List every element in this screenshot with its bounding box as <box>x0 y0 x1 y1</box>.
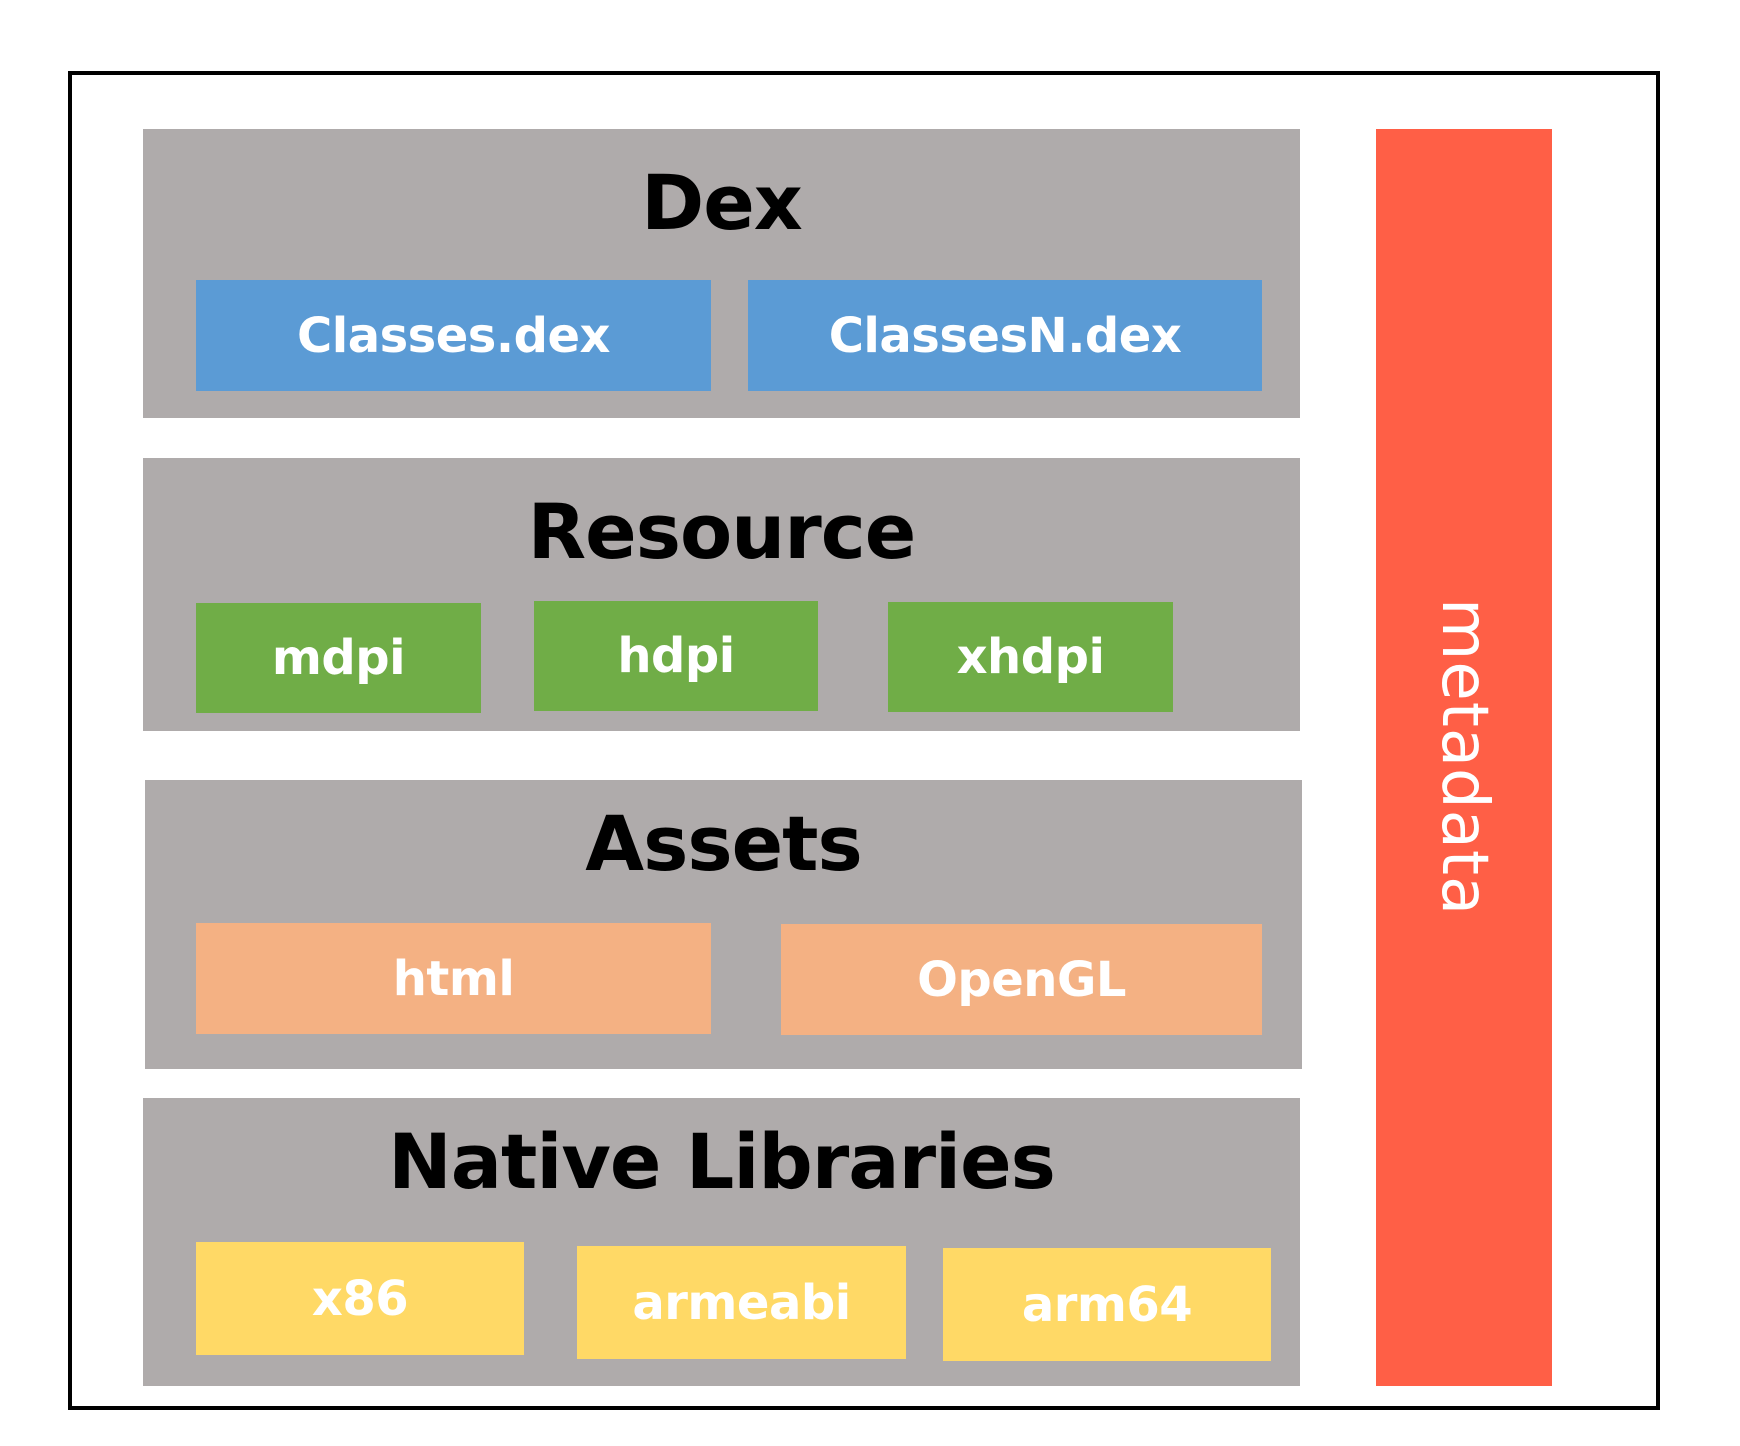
assets-section-title: Assets <box>585 799 862 888</box>
hdpi-box: hdpi <box>534 601 818 711</box>
dex-section: Dex Classes.dex ClassesN.dex <box>143 129 1300 418</box>
classesn-dex-box: ClassesN.dex <box>748 280 1262 391</box>
xhdpi-box: xhdpi <box>888 602 1173 712</box>
metadata-bar: metadata <box>1376 129 1552 1386</box>
html-box: html <box>196 923 711 1034</box>
resource-section-title: Resource <box>527 487 917 576</box>
arm64-box: arm64 <box>943 1248 1271 1361</box>
armeabi-box: armeabi <box>577 1246 906 1359</box>
metadata-label: metadata <box>1427 598 1501 917</box>
classes-dex-box: Classes.dex <box>196 280 711 391</box>
resource-section: Resource mdpi hdpi xhdpi <box>143 458 1300 731</box>
assets-section: Assets html OpenGL <box>145 780 1302 1069</box>
native-libraries-section: Native Libraries x86 armeabi arm64 <box>143 1098 1300 1386</box>
native-libraries-section-title: Native Libraries <box>388 1117 1056 1206</box>
x86-box: x86 <box>196 1242 524 1355</box>
dex-section-title: Dex <box>641 158 803 247</box>
opengl-box: OpenGL <box>781 924 1262 1035</box>
mdpi-box: mdpi <box>196 603 481 713</box>
